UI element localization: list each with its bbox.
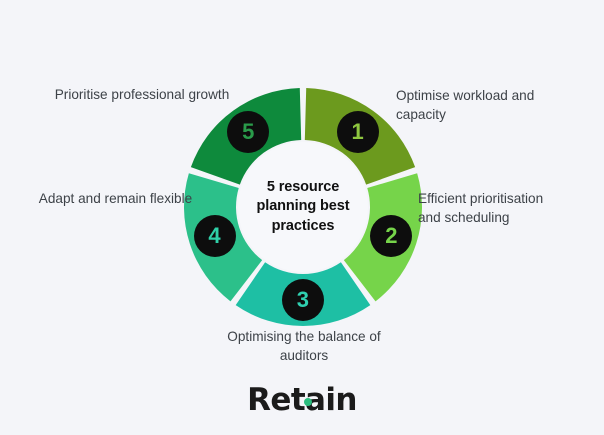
segment-label-1: Optimise workload and capacity	[396, 88, 535, 123]
donut-center: 5 resource planning best practices	[238, 142, 368, 272]
segment-label-5: Prioritise professional growth	[54, 87, 230, 102]
segment-badge-5-number: 5	[242, 118, 255, 144]
segment-badge-4-number: 4	[208, 222, 221, 248]
donut-center-title: 5 resource planning best practices	[256, 179, 350, 234]
brand-logo-dot-icon	[304, 398, 313, 406]
segment-badge-4[interactable]: 4	[193, 214, 236, 257]
segment-badge-2[interactable]: 2	[370, 214, 413, 257]
segment-label-4: Adapt and remain flexible	[38, 191, 193, 206]
segment-badge-1[interactable]: 1	[336, 110, 379, 153]
segment-label-2: Efficient prioritisation and scheduling	[418, 191, 544, 226]
brand-logo: Retain	[0, 385, 604, 425]
segment-label-3: Optimising the balance of auditors	[227, 329, 381, 364]
segment-badge-3[interactable]: 3	[282, 279, 324, 321]
segment-badge-1-number: 1	[351, 118, 364, 144]
segment-badge-2-number: 2	[385, 222, 398, 248]
segment-badge-3-number: 3	[296, 287, 310, 312]
segment-badge-5[interactable]: 5	[227, 110, 270, 153]
brand-logo-text: Retain	[247, 382, 357, 418]
brand-logo-inner: Retain	[247, 385, 357, 416]
